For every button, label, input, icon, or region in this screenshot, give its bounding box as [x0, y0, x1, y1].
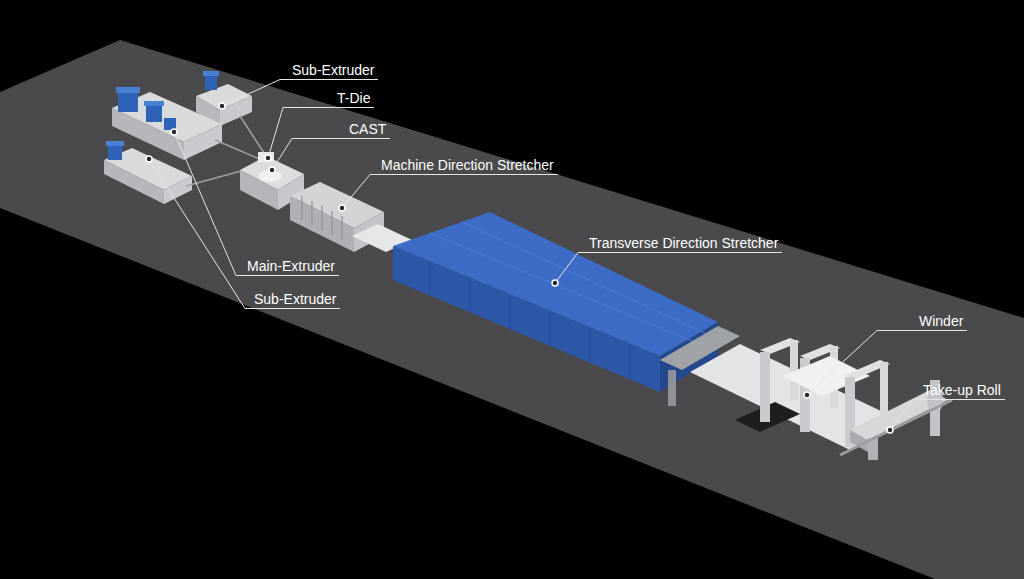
part-label: Machine Direction Stretcher [370, 157, 558, 175]
callout-dots [146, 103, 893, 433]
part-name: Sub-Extruder [292, 62, 374, 78]
part-label: Transverse Direction Stretcher [578, 235, 782, 253]
sub-extruder-lower [104, 141, 192, 204]
part-label: T-Die [283, 90, 374, 108]
part-label: CAST [292, 121, 390, 139]
main-extruder [112, 87, 222, 160]
part-name: Winder [919, 313, 963, 329]
part-label: Main-Extruder [236, 258, 339, 276]
part-name: T-Die [337, 90, 370, 106]
part-name: Take-up Roll [923, 382, 1001, 398]
part-name: Machine Direction Stretcher [381, 157, 554, 173]
part-name: Sub-Extruder [254, 291, 336, 307]
part-name: CAST [349, 121, 386, 137]
part-label: Winder [877, 313, 967, 331]
part-label: Take-up Roll [913, 382, 1005, 400]
part-name: Main-Extruder [247, 258, 335, 274]
leader-lines [149, 80, 913, 431]
part-label: Sub-Extruder [245, 291, 340, 309]
part-name: Transverse Direction Stretcher [589, 235, 778, 251]
floor [0, 40, 1024, 579]
part-label: Sub-Extruder [280, 62, 378, 80]
